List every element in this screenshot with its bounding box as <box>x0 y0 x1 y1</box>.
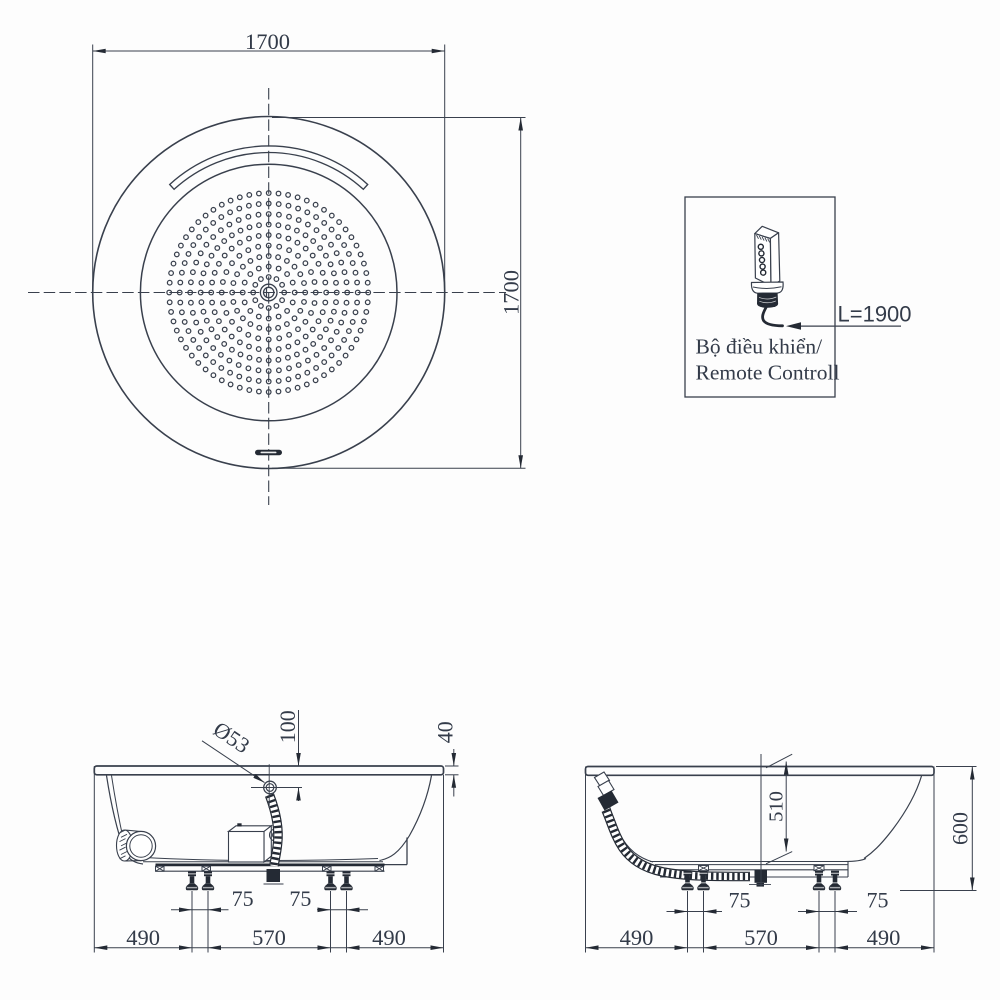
svg-text:Remote Controll: Remote Controll <box>696 361 840 385</box>
svg-text:570: 570 <box>252 925 286 950</box>
svg-text:L=1900: L=1900 <box>838 302 912 327</box>
svg-text:490: 490 <box>372 925 406 950</box>
svg-text:Bộ điều khiển/: Bộ điều khiển/ <box>696 335 823 359</box>
svg-text:Ø53: Ø53 <box>209 716 254 758</box>
svg-text:600: 600 <box>947 812 972 845</box>
svg-text:75: 75 <box>289 886 311 911</box>
svg-text:75: 75 <box>232 886 254 911</box>
svg-text:1700: 1700 <box>499 270 524 315</box>
svg-text:1700: 1700 <box>245 29 290 54</box>
svg-text:570: 570 <box>744 925 778 950</box>
svg-text:100: 100 <box>275 710 300 743</box>
svg-text:510: 510 <box>766 791 788 822</box>
svg-text:75: 75 <box>729 888 751 913</box>
svg-text:75: 75 <box>867 888 889 913</box>
svg-text:490: 490 <box>867 925 901 950</box>
svg-text:40: 40 <box>433 721 458 743</box>
svg-text:490: 490 <box>620 925 654 950</box>
svg-text:490: 490 <box>126 925 160 950</box>
